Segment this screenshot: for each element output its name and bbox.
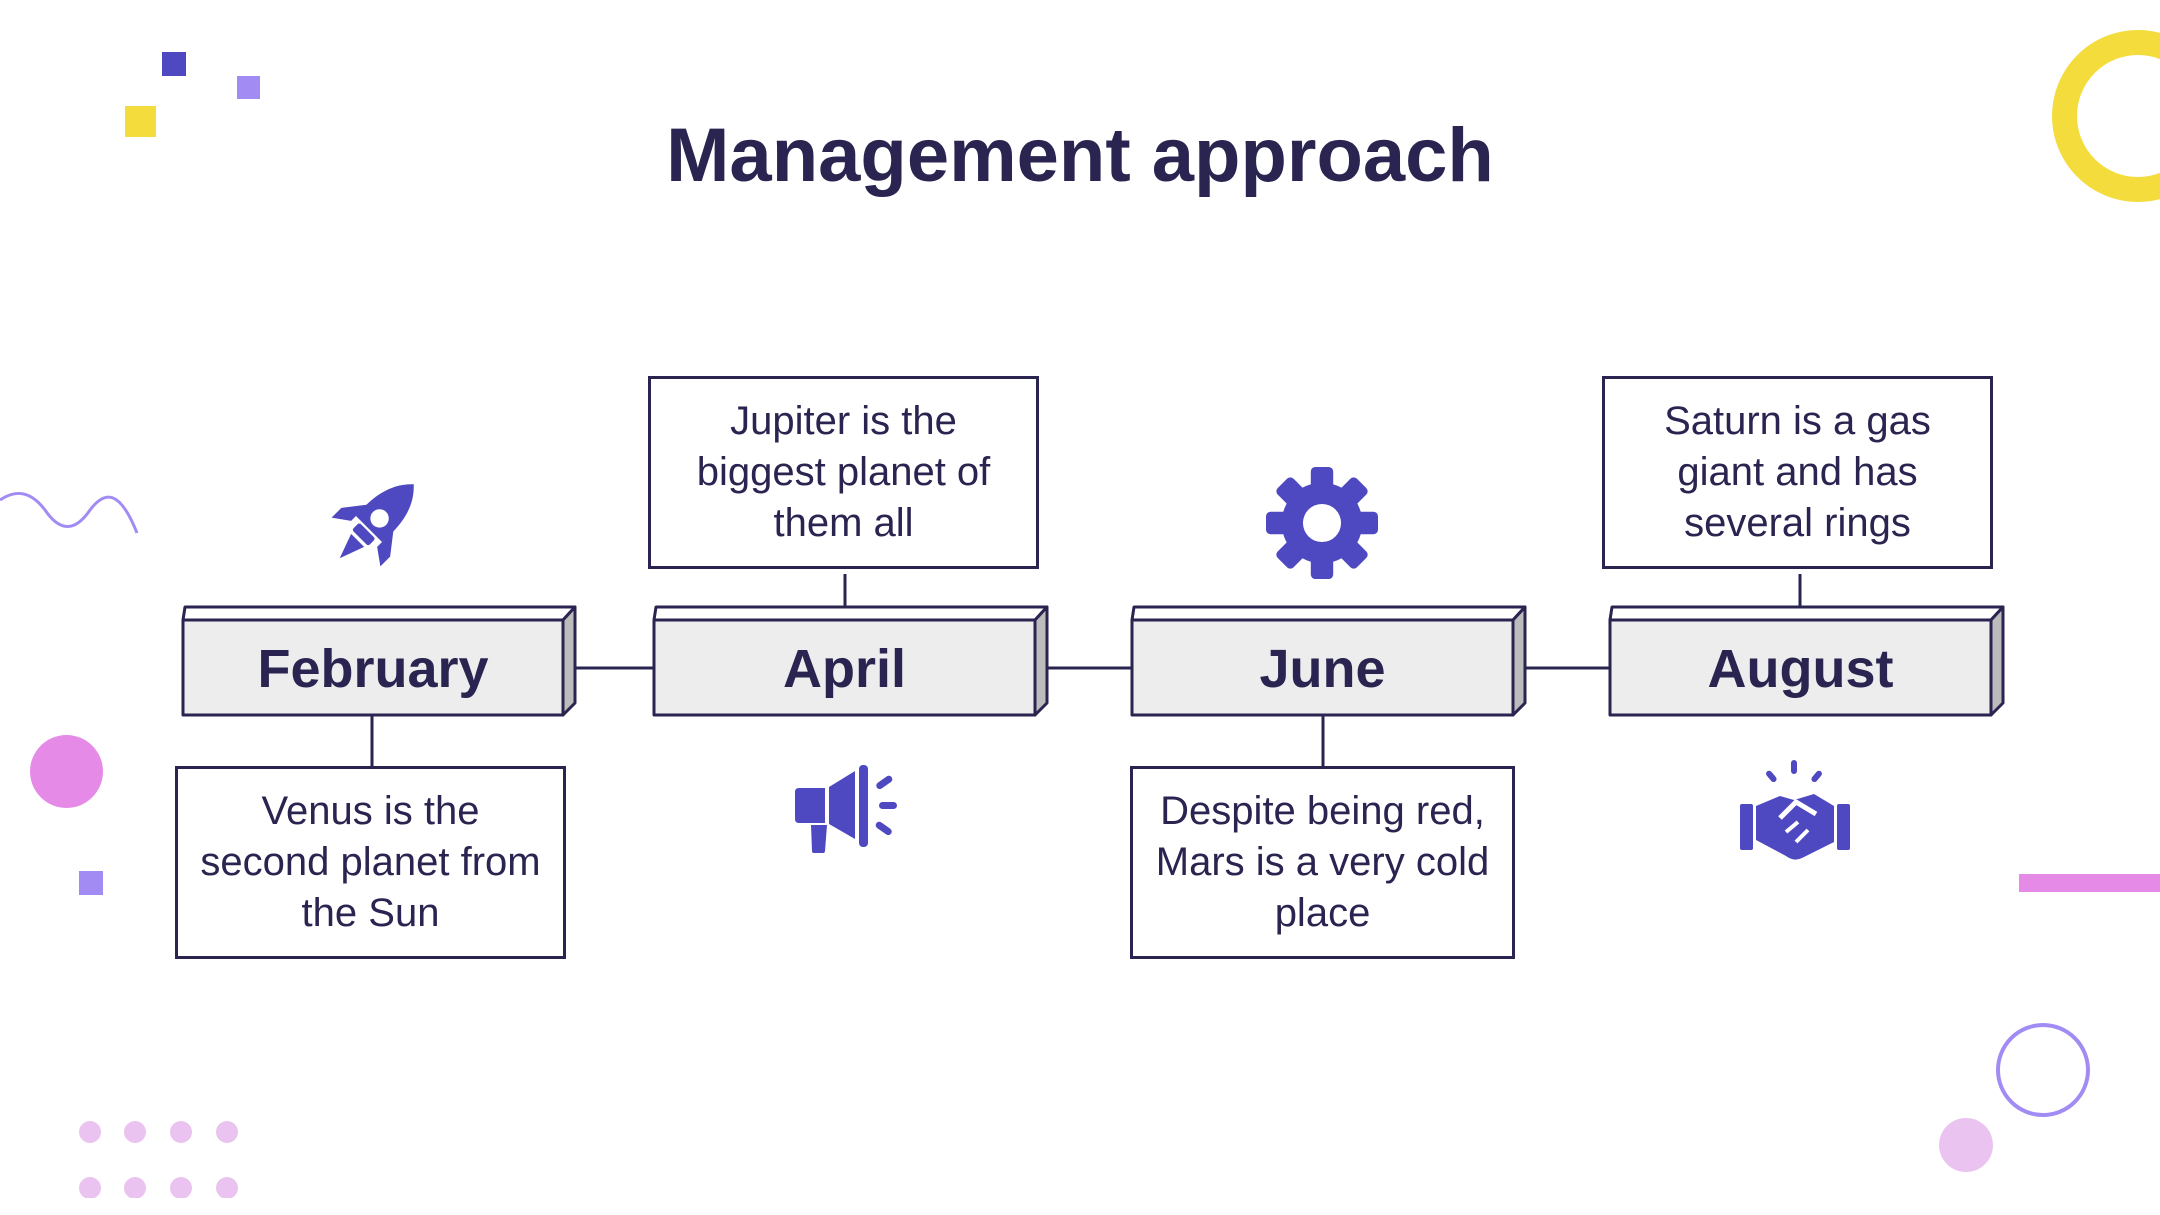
decor-circle-pink-light bbox=[1939, 1118, 1993, 1172]
decor-wave bbox=[0, 491, 139, 534]
decor-square-lilac-small bbox=[79, 871, 103, 895]
decor-ring-lilac bbox=[1996, 1023, 2090, 1117]
megaphone-icon bbox=[795, 765, 897, 853]
decor-square-yellow bbox=[125, 106, 156, 137]
month-bar-june bbox=[1130, 605, 1527, 717]
month-label-april: April bbox=[782, 639, 906, 699]
month-bar-april bbox=[652, 605, 1049, 717]
decor-dot-grid bbox=[79, 1121, 238, 1198]
description-box-august: Saturn is a gas giant and has several ri… bbox=[1602, 376, 1993, 569]
decor-square-lilac bbox=[237, 76, 260, 99]
description-box-february: Venus is the second planet from the Sun bbox=[175, 766, 566, 959]
decor-bar-pink bbox=[2019, 874, 2160, 892]
month-label-august: August bbox=[1707, 639, 1894, 699]
description-box-june: Despite being red, Mars is a very cold p… bbox=[1130, 766, 1515, 959]
month-bar-february bbox=[181, 605, 577, 717]
gear-icon bbox=[1266, 467, 1378, 579]
page-title: Management approach bbox=[666, 113, 1494, 198]
decor-square-blue bbox=[162, 52, 186, 76]
description-box-april: Jupiter is the biggest planet of them al… bbox=[648, 376, 1039, 569]
month-label-june: June bbox=[1259, 639, 1386, 699]
rocket-icon bbox=[331, 484, 414, 567]
month-bar-august bbox=[1608, 605, 2005, 717]
month-label-february: February bbox=[257, 639, 489, 699]
handshake-icon bbox=[1740, 760, 1850, 860]
decor-circle-pink bbox=[30, 735, 103, 808]
